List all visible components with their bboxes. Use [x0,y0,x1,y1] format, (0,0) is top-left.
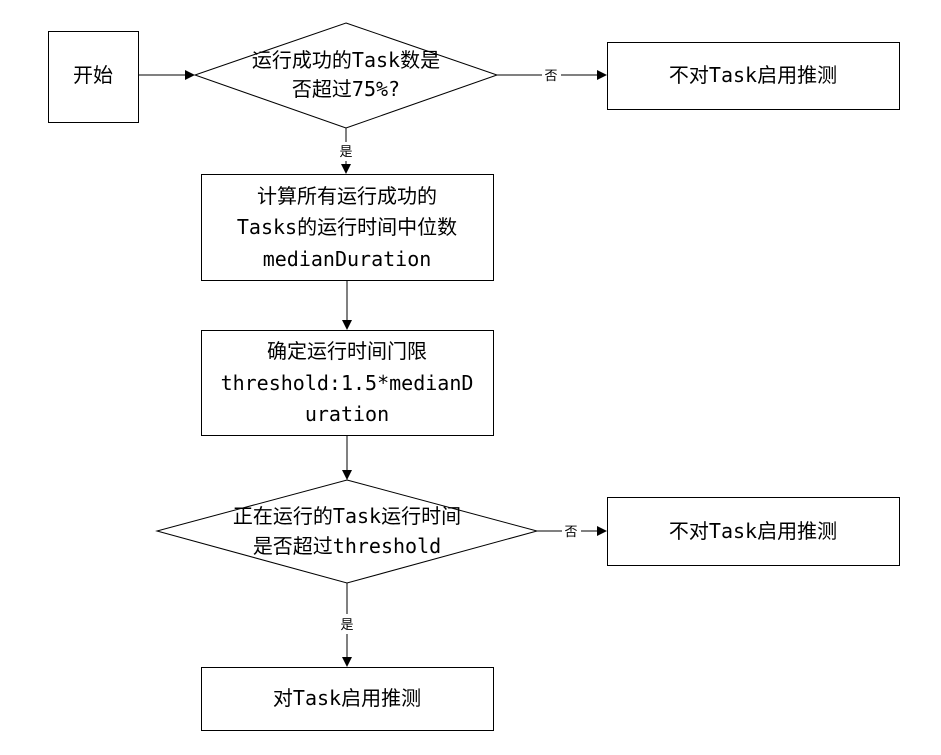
edge-label-d1-no: 否 [544,69,557,84]
edge-label-d2-yes: 是 [340,618,353,633]
enable-spec-label: 对Task启用推测 [273,686,421,710]
no-spec-2-label: 不对Task启用推测 [669,519,837,543]
compute-median-line-3: medianDuration [263,247,432,271]
enable-speculation-node [201,667,494,731]
decision-success-ratio [193,22,499,129]
start-node [48,31,139,123]
edge-label-d2-no: 否 [564,525,577,540]
compute-median-node [201,174,494,281]
decision-runtime-exceeds [155,479,539,584]
threshold-node [201,330,494,436]
compute-median-line-1: 计算所有运行成功的 [257,184,437,208]
start-label: 开始 [73,63,113,87]
threshold-line-3: uration [305,402,389,426]
no-spec-1-label: 不对Task启用推测 [669,63,837,87]
threshold-line-2: threshold:1.5*medianD [221,371,474,395]
compute-median-line-2: Tasks的运行时间中位数 [237,215,457,239]
decision1-line-1: 运行成功的Task数是 [252,48,440,72]
decision2-line-2: 是否超过threshold [253,534,441,558]
edge-label-d1-yes: 是 [339,145,352,160]
decision2-line-1: 正在运行的Task运行时间 [233,504,461,528]
threshold-line-1: 确定运行时间门限 [267,339,427,363]
no-speculation-node-2 [607,497,900,566]
no-speculation-node-1 [607,42,900,110]
decision1-line-2: 否超过75%? [292,77,400,101]
